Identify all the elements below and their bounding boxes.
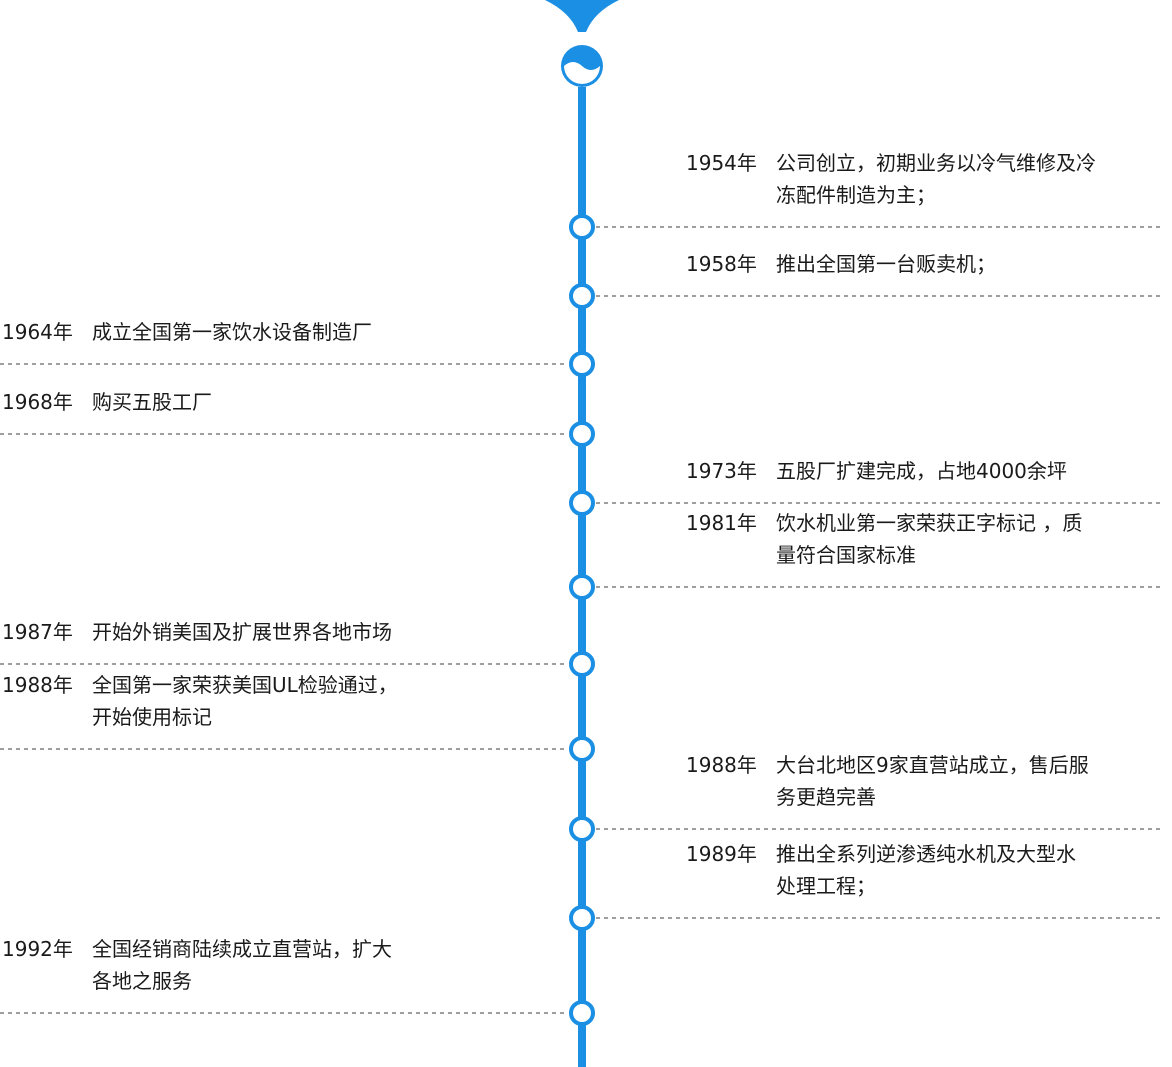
timeline-event: 1988年大台北地区9家直营站成立，售后服务更趋完善: [686, 749, 1089, 813]
timeline-node: [569, 214, 595, 240]
event-description-line: 务更趋完善: [776, 785, 876, 809]
event-year: 1981年: [686, 511, 757, 535]
wave-icon: [564, 62, 600, 84]
event-description-line: 购买五股工厂: [92, 390, 212, 414]
timeline-event: 1992年全国经销商陆续成立直营站，扩大各地之服务: [2, 933, 392, 997]
event-year: 1992年: [2, 937, 73, 961]
event-description: 购买五股工厂: [92, 386, 212, 418]
event-year: 1973年: [686, 459, 757, 483]
timeline-dash-lines: [0, 226, 1164, 1014]
event-description-line: 开始使用标记: [92, 705, 212, 729]
event-year: 1958年: [686, 252, 757, 276]
timeline-node: [569, 816, 595, 842]
event-description-line: 大台北地区9家直营站成立，售后服: [776, 753, 1089, 777]
event-description: 推出全国第一台贩卖机；: [776, 248, 996, 280]
event-description-line: 量符合国家标准: [776, 543, 916, 567]
timeline-event: 1964年成立全国第一家饮水设备制造厂: [2, 316, 372, 348]
event-description: 成立全国第一家饮水设备制造厂: [92, 316, 372, 348]
event-description: 全国经销商陆续成立直营站，扩大各地之服务: [92, 933, 392, 997]
event-description: 全国第一家荣获美国UL检验通过， 开始使用标记: [92, 669, 398, 733]
event-description-line: 推出全系列逆渗透纯水机及大型水: [776, 842, 1076, 866]
event-year: 1988年: [2, 673, 73, 697]
event-description-line: 开始外销美国及扩展世界各地市场: [92, 620, 392, 644]
event-description-line: 饮水机业第一家荣获正字标记 ，质: [776, 511, 1083, 535]
event-description: 推出全系列逆渗透纯水机及大型水处理工程；: [776, 838, 1076, 902]
timeline-node: [569, 651, 595, 677]
event-year: 1988年: [686, 753, 757, 777]
timeline-node: [569, 574, 595, 600]
event-year: 1954年: [686, 151, 757, 175]
event-description: 公司创立，初期业务以冷气维修及冷冻配件制造为主；: [776, 147, 1096, 211]
event-description: 大台北地区9家直营站成立，售后服务更趋完善: [776, 749, 1089, 813]
event-year: 1989年: [686, 842, 757, 866]
event-description-line: 处理工程；: [776, 874, 876, 898]
event-description-line: 推出全国第一台贩卖机；: [776, 252, 996, 276]
event-description: 开始外销美国及扩展世界各地市场: [92, 616, 392, 648]
event-year: 1968年: [2, 390, 73, 414]
timeline-node: [569, 736, 595, 762]
event-description: 五股厂扩建完成，占地4000余坪: [776, 455, 1067, 487]
timeline-event: 1981年饮水机业第一家荣获正字标记 ，质量符合国家标准: [686, 507, 1082, 571]
timeline-node: [569, 490, 595, 516]
timeline-node: [569, 1000, 595, 1026]
event-description-line: 各地之服务: [92, 969, 192, 993]
timeline-event: 1968年购买五股工厂: [2, 386, 212, 418]
timeline-event: 1988年全国第一家荣获美国UL检验通过， 开始使用标记: [2, 669, 398, 733]
event-description-line: 公司创立，初期业务以冷气维修及冷: [776, 151, 1096, 175]
event-description-line: 全国第一家荣获美国UL检验通过，: [92, 673, 398, 697]
timeline-node: [569, 905, 595, 931]
event-year: 1987年: [2, 620, 73, 644]
timeline-event: 1954年公司创立，初期业务以冷气维修及冷冻配件制造为主；: [686, 147, 1096, 211]
event-description-line: 五股厂扩建完成，占地4000余坪: [776, 459, 1067, 483]
timeline-event: 1987年开始外销美国及扩展世界各地市场: [2, 616, 392, 648]
event-description-line: 成立全国第一家饮水设备制造厂: [92, 320, 372, 344]
timeline-node: [569, 351, 595, 377]
timeline-nodes: [569, 214, 595, 1026]
timeline-event: 1973年五股厂扩建完成，占地4000余坪: [686, 455, 1067, 487]
event-description: 饮水机业第一家荣获正字标记 ，质量符合国家标准: [776, 507, 1082, 571]
timeline-node: [569, 421, 595, 447]
timeline-event: 1958年推出全国第一台贩卖机；: [686, 248, 996, 280]
event-description-line: 冻配件制造为主；: [776, 183, 936, 207]
event-year: 1964年: [2, 320, 73, 344]
timeline-event: 1989年推出全系列逆渗透纯水机及大型水处理工程；: [686, 838, 1076, 902]
top-drop-shape: [545, 0, 619, 32]
event-description-line: 全国经销商陆续成立直营站，扩大: [92, 937, 392, 961]
timeline-node: [569, 283, 595, 309]
